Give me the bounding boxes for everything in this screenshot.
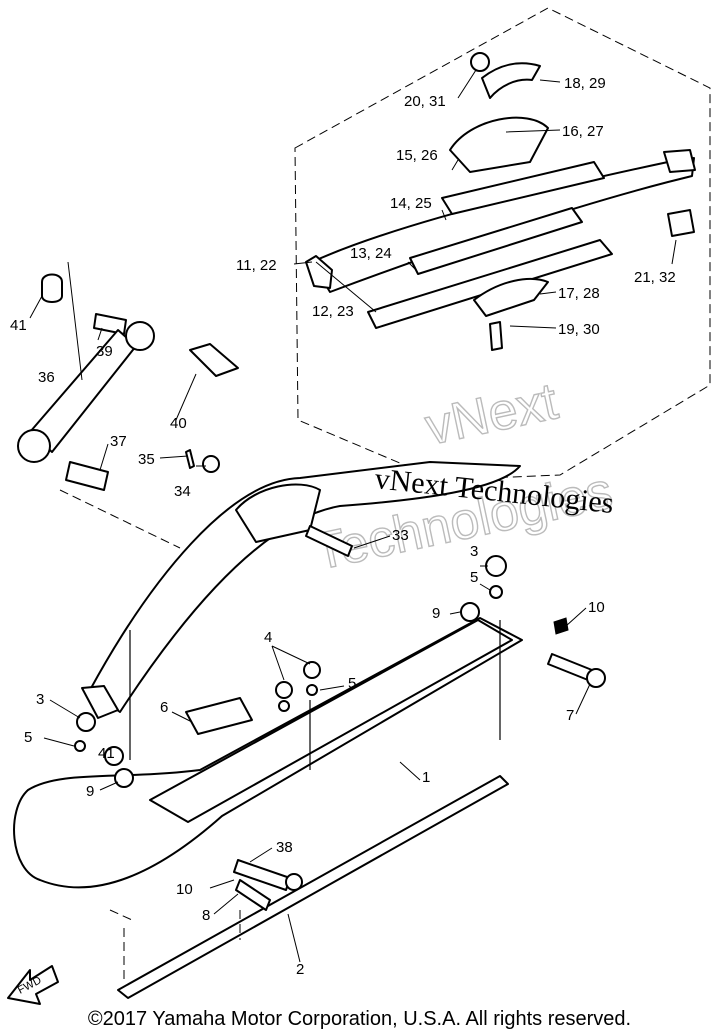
label-5-right: 5 bbox=[470, 569, 478, 586]
label-20-31: 20, 31 bbox=[404, 93, 446, 110]
label-5-left: 5 bbox=[24, 729, 32, 746]
label-4: 4 bbox=[264, 629, 272, 646]
nut-9-left bbox=[114, 768, 134, 788]
nut-20-31 bbox=[470, 52, 490, 72]
label-1: 1 bbox=[422, 769, 430, 786]
label-36: 36 bbox=[38, 369, 55, 386]
label-19-30: 19, 30 bbox=[558, 321, 600, 338]
label-21-32: 21, 32 bbox=[634, 269, 676, 286]
shock-36-eye-bottom bbox=[17, 429, 51, 463]
label-13-24: 13, 24 bbox=[350, 245, 392, 262]
copyright-footer: ©2017 Yamaha Motor Corporation, U.S.A. A… bbox=[87, 1008, 632, 1030]
label-37: 37 bbox=[110, 433, 127, 450]
fwd-arrow: FWD bbox=[7, 965, 59, 1005]
washer-5-mid-b bbox=[306, 684, 318, 696]
bushing-37 bbox=[65, 461, 109, 491]
bolt-7 bbox=[547, 653, 593, 681]
nut-4-a bbox=[275, 681, 293, 699]
ski-upper-deck bbox=[149, 619, 513, 823]
leaf-13-24 bbox=[367, 239, 613, 329]
shock-absorber bbox=[17, 273, 239, 549]
hardware bbox=[74, 449, 569, 788]
bolt-10-right bbox=[553, 617, 569, 635]
washer-5-left bbox=[74, 740, 86, 752]
label-41-lower: 41 bbox=[98, 745, 115, 762]
bolt-8 bbox=[235, 879, 271, 911]
label-8: 8 bbox=[202, 907, 210, 924]
shock-36-eye-top bbox=[125, 321, 155, 351]
label-40: 40 bbox=[170, 415, 187, 432]
label-33: 33 bbox=[392, 527, 409, 544]
bolt-40 bbox=[189, 343, 239, 377]
label-35: 35 bbox=[138, 451, 155, 468]
label-18-29: 18, 29 bbox=[564, 75, 606, 92]
label-12-23: 12, 23 bbox=[312, 303, 354, 320]
label-7: 7 bbox=[566, 707, 574, 724]
label-3-right: 3 bbox=[470, 543, 478, 560]
label-14-25: 14, 25 bbox=[390, 195, 432, 212]
nut-34 bbox=[202, 455, 220, 473]
ski-runner-2 bbox=[117, 775, 509, 999]
leaf-spring-exploded bbox=[305, 52, 696, 351]
label-6: 6 bbox=[160, 699, 168, 716]
clamp-17-28 bbox=[473, 278, 549, 317]
label-10-left: 10 bbox=[176, 881, 193, 898]
label-9-right: 9 bbox=[432, 605, 440, 622]
watermark-outline-line1: vNext bbox=[420, 372, 563, 456]
nut-3-right bbox=[485, 555, 507, 577]
label-38: 38 bbox=[276, 839, 293, 856]
clamp-assembled bbox=[235, 483, 321, 543]
bushing-41-upper bbox=[41, 273, 63, 303]
washer-5-mid-a bbox=[278, 700, 290, 712]
washer-5-right bbox=[489, 585, 503, 599]
part-labels: 20, 31 18, 29 16, 27 15, 26 14, 25 13, 2… bbox=[10, 75, 676, 978]
nut-9-right bbox=[460, 602, 480, 622]
label-16-27: 16, 27 bbox=[562, 123, 604, 140]
ski-mount-bracket-6 bbox=[185, 697, 253, 735]
clamp-16-27 bbox=[449, 116, 549, 173]
label-11-22: 11, 22 bbox=[236, 257, 277, 274]
bolt-38 bbox=[233, 859, 291, 891]
leaf-spring-detail-box bbox=[294, 7, 711, 481]
label-2: 2 bbox=[296, 961, 304, 978]
bushing-39 bbox=[93, 313, 127, 335]
bolt-33 bbox=[305, 525, 353, 557]
label-41-upper: 41 bbox=[10, 317, 27, 334]
label-34: 34 bbox=[174, 483, 191, 500]
bushing-41-lower bbox=[104, 746, 124, 766]
pin-35 bbox=[185, 449, 195, 469]
leader-lines bbox=[29, 69, 677, 963]
label-10-right: 10 bbox=[588, 599, 605, 616]
nut-4-b bbox=[303, 661, 321, 679]
label-15-26: 15, 26 bbox=[396, 147, 438, 164]
label-17-28: 17, 28 bbox=[558, 285, 600, 302]
ski-assembly bbox=[13, 461, 606, 999]
label-5-mid: 5 bbox=[348, 675, 356, 692]
label-9-left: 9 bbox=[86, 783, 94, 800]
clip-18-29 bbox=[481, 62, 541, 99]
bushing-21-32 bbox=[667, 209, 695, 237]
nut-3-left bbox=[76, 712, 96, 732]
bolt-19-30 bbox=[489, 321, 503, 351]
label-39: 39 bbox=[96, 343, 113, 360]
label-3-left: 3 bbox=[36, 691, 44, 708]
leaf-15-26 bbox=[441, 161, 605, 215]
